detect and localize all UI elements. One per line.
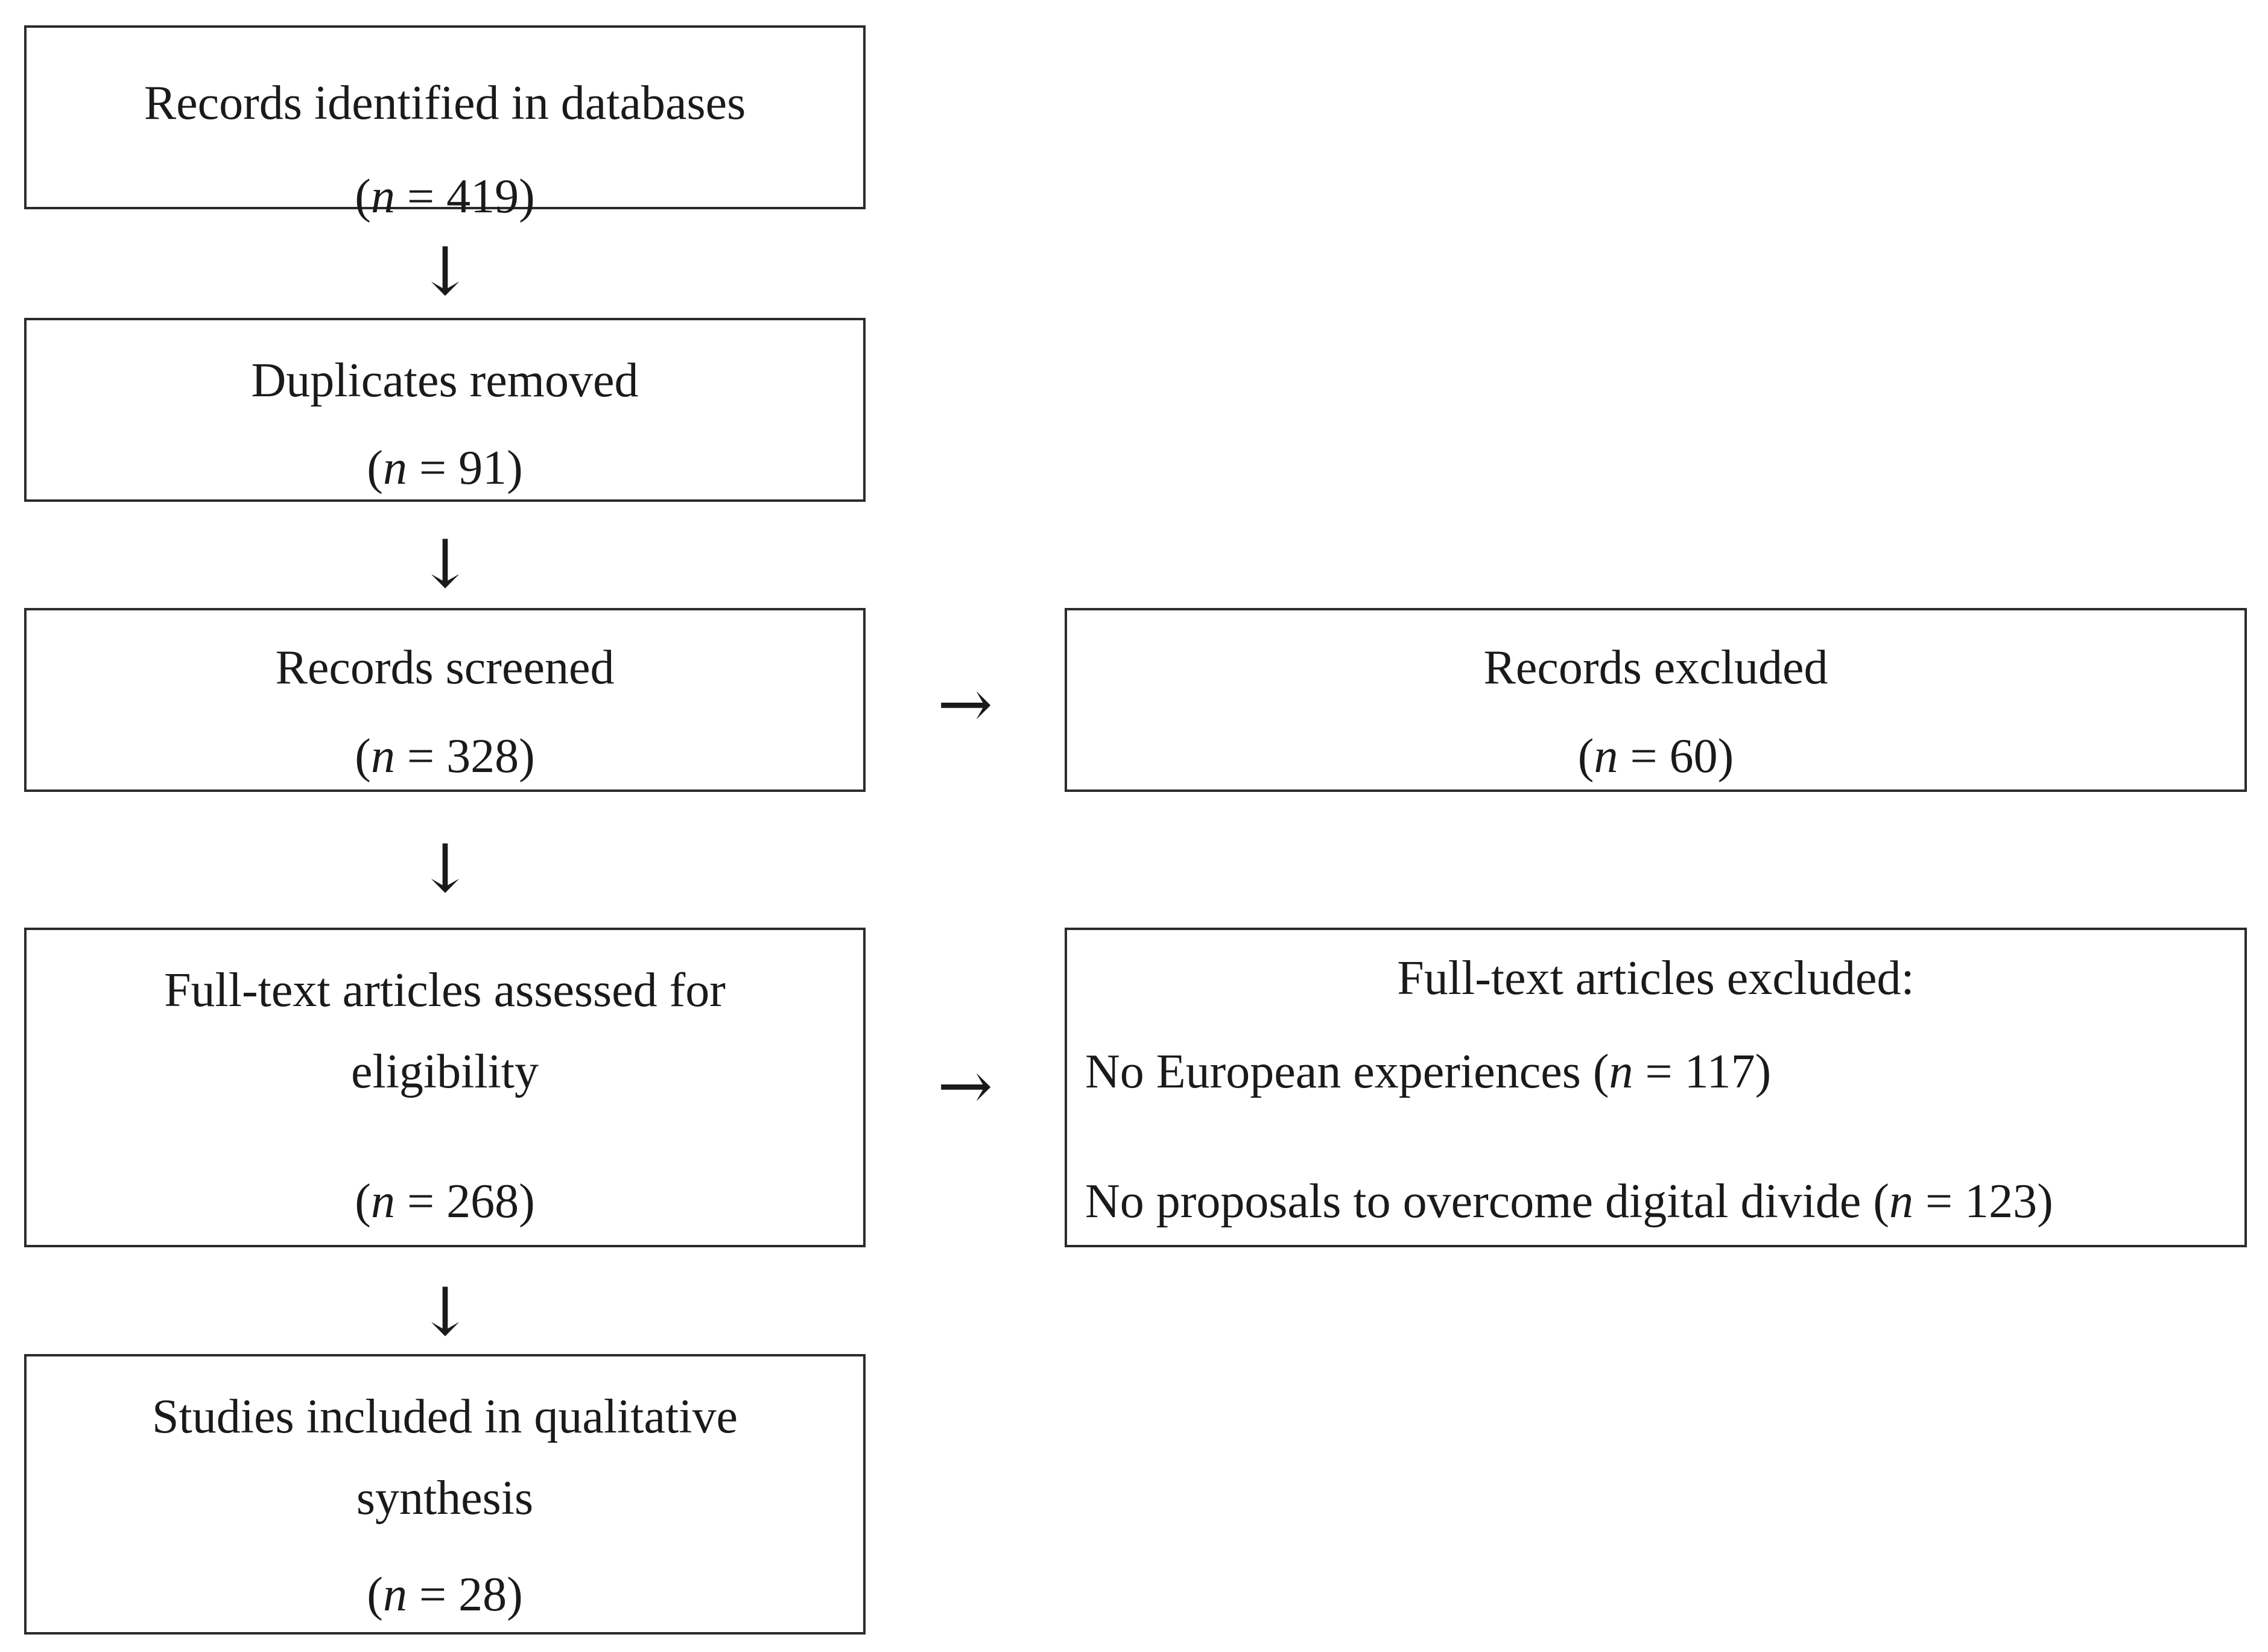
- studies-included-label-line2: synthesis: [356, 1472, 534, 1525]
- box-records-identified: Records identified in databases (n = 419…: [24, 25, 866, 223]
- arrow-right-2: →: [937, 1047, 993, 1124]
- arrow-right-1: →: [937, 665, 993, 742]
- records-excluded-count: (n = 60): [1577, 730, 1734, 783]
- fulltext-excluded-title: Full-text articles excluded:: [1397, 952, 1915, 1005]
- arrow-down-3: ↓: [417, 830, 474, 907]
- studies-included-count: (n = 28): [367, 1568, 523, 1621]
- duplicates-removed-label: Duplicates removed: [251, 354, 639, 407]
- arrow-down-4: ↓: [417, 1273, 474, 1350]
- box-duplicates-removed: Duplicates removed (n = 91): [24, 318, 866, 502]
- records-excluded-label: Records excluded: [1483, 641, 1828, 694]
- records-identified-count: (n = 419): [355, 170, 535, 223]
- arrow-down-2: ↓: [417, 525, 474, 603]
- box-records-excluded: Records excluded (n = 60): [1065, 608, 2247, 792]
- box-fulltext-assessed: Full-text articles assessed for eligibil…: [24, 928, 866, 1247]
- studies-included-label-line1: Studies included in qualitative: [152, 1390, 738, 1443]
- records-screened-label: Records screened: [275, 641, 615, 694]
- box-studies-included: Studies included in qualitative synthesi…: [24, 1354, 866, 1635]
- fulltext-assessed-count: (n = 268): [355, 1175, 535, 1228]
- records-identified-label: Records identified in databases: [144, 77, 746, 130]
- fulltext-assessed-label-line2: eligibility: [350, 1045, 539, 1098]
- box-records-screened: Records screened (n = 328): [24, 608, 866, 792]
- exclusion-reason-european: No European experiences (n = 117): [1085, 1045, 1772, 1098]
- duplicates-removed-count: (n = 91): [367, 441, 523, 495]
- box-fulltext-excluded: Full-text articles excluded: No European…: [1065, 928, 2247, 1247]
- exclusion-reason-digital-divide: No proposals to overcome digital divide …: [1085, 1175, 2053, 1228]
- fulltext-assessed-label-line1: Full-text articles assessed for: [164, 964, 726, 1017]
- records-screened-count: (n = 328): [355, 730, 535, 783]
- arrow-down-1: ↓: [417, 233, 474, 310]
